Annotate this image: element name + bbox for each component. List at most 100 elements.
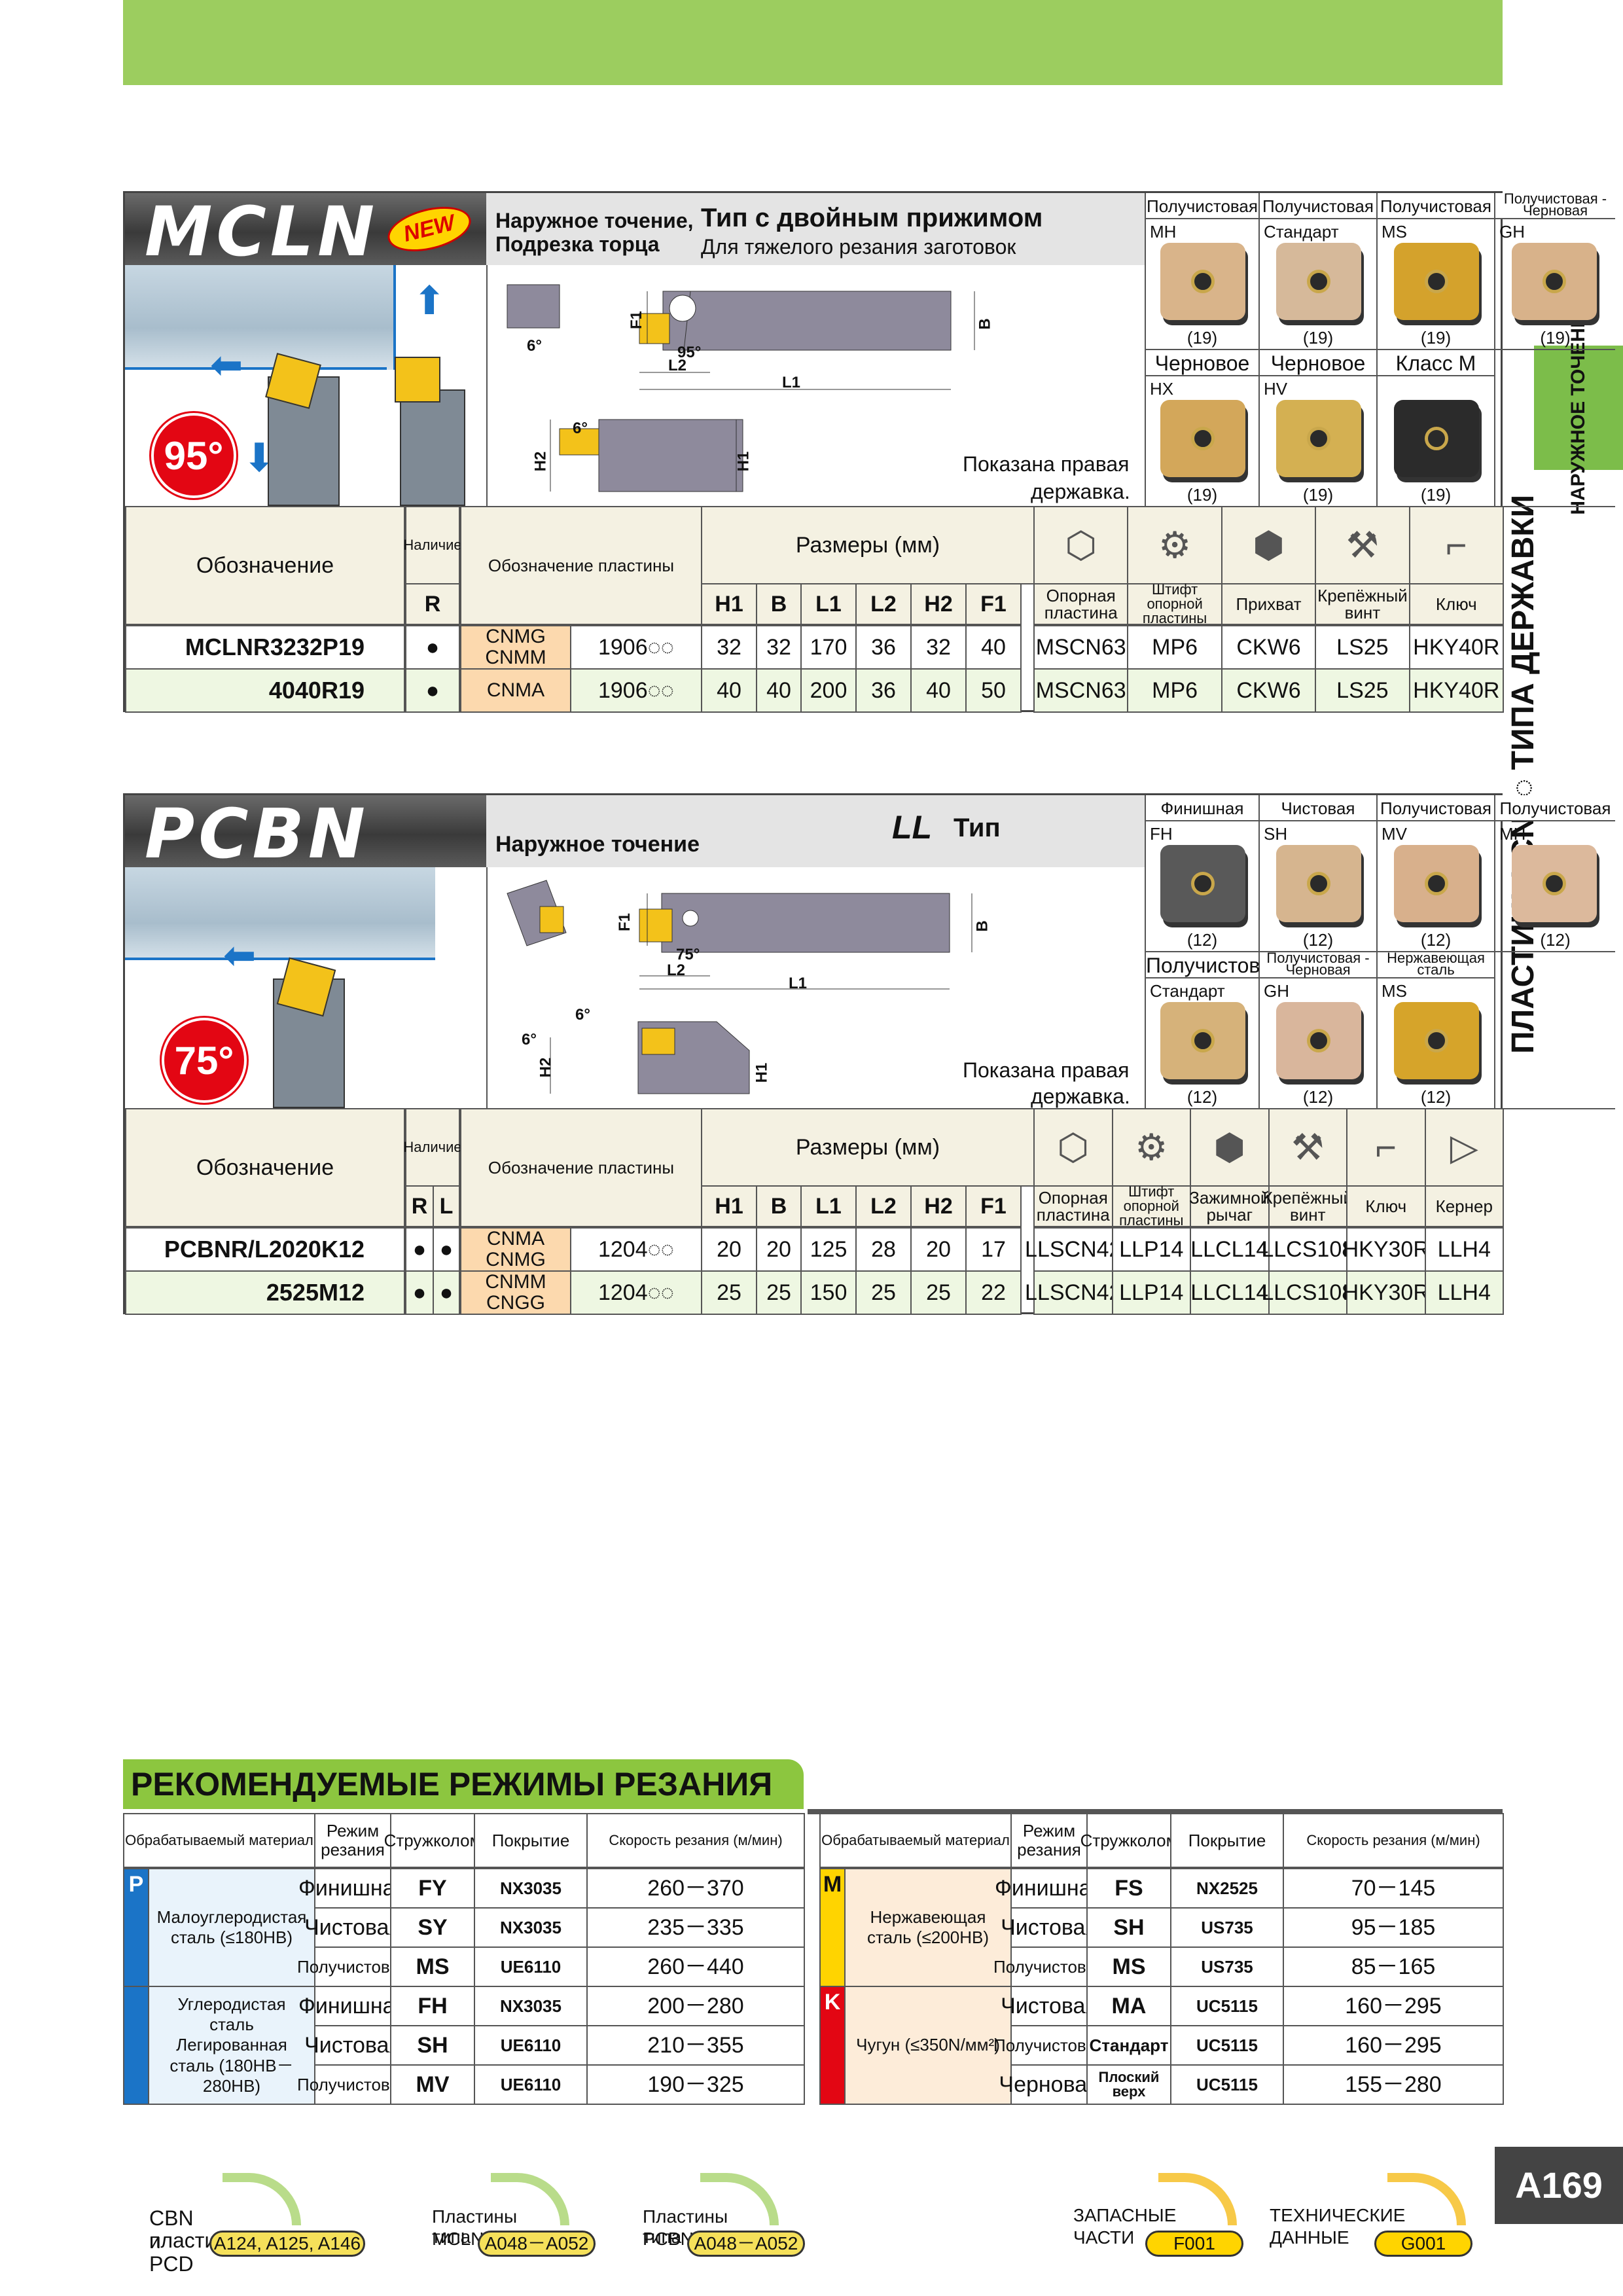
col-dim-l2: L2 <box>855 1185 912 1227</box>
insert-hole-icon <box>1425 1029 1448 1052</box>
col-dim-h2: H2 <box>910 583 967 625</box>
section-tab[interactable]: НАРУЖНОЕ ТОЧЕНИЕ <box>1534 300 1623 515</box>
insert-hole-icon <box>1425 872 1448 895</box>
material-group-tag <box>123 1986 149 2105</box>
rec-col-0: Обрабатываемый материал <box>123 1813 315 1868</box>
pcbn-type: Тип <box>954 814 1001 842</box>
part-icon-4: ⌐ <box>1346 1108 1426 1187</box>
insert-size: 1906◌◌ <box>570 668 702 713</box>
insert-count: (12) <box>1302 1087 1334 1107</box>
avail-r: ● <box>405 1270 434 1315</box>
footer-link-label2: ЧАСТИ <box>1073 2227 1135 2248</box>
insert-code: MH <box>1499 824 1526 844</box>
cutting-speed: 85－165 <box>1283 1946 1504 1987</box>
cut-mode: Получистовая <box>297 1946 408 1987</box>
coating: UC5115 <box>1170 2025 1284 2066</box>
pcbn-dim-h1: H1 <box>753 1062 771 1083</box>
insert-image <box>1160 400 1245 477</box>
dim-value: 200 <box>800 668 857 713</box>
part-value: LLH4 <box>1424 1270 1504 1315</box>
mcln-desc2: Подрезка торца <box>495 232 660 256</box>
part-value: LS25 <box>1315 668 1410 713</box>
footer-link-pill[interactable]: A124, A125, A146 <box>209 2231 365 2257</box>
pcbn-dim-h2: H2 <box>537 1057 555 1078</box>
mcln-desc1: Наружное точение, <box>495 209 694 232</box>
dim-value: 50 <box>965 668 1022 713</box>
pcbn-feed-left-arrow-icon: ⬅ <box>223 933 257 977</box>
chipbreaker: MS <box>390 1946 475 1987</box>
material-group-tag: P <box>123 1868 149 1987</box>
col-designation: Обозначение <box>125 506 405 625</box>
insert-hole-icon <box>1543 270 1566 293</box>
col-part-5: Кернер <box>1424 1185 1504 1227</box>
footer-link-pill[interactable]: A048－A052 <box>478 2231 596 2257</box>
row-designation: PCBNR/L2020K12 <box>125 1227 405 1272</box>
feed-up-arrow-icon: ⬆ <box>413 279 446 323</box>
dim-value: 25 <box>701 1270 757 1315</box>
rec-col-1: Режим резания <box>1010 1813 1088 1868</box>
material-group-tag: M <box>819 1868 846 1987</box>
footer-link-pill[interactable]: G001 <box>1374 2231 1472 2257</box>
cutting-speed: 200－280 <box>586 1986 805 2026</box>
cut-mode: Чистовая <box>1001 1986 1097 2026</box>
mcln-dimension-diagram: F1 B L2 L1 95° 6° 6° H2 H1 Показана прав… <box>486 265 1145 506</box>
cut-mode: Чистовая <box>304 2025 401 2066</box>
coating: NX3035 <box>474 1907 588 1948</box>
part-value: MP6 <box>1127 625 1222 670</box>
insert-count: (19) <box>1302 485 1334 505</box>
cut-mode: Финишная <box>298 1868 407 1909</box>
mcln-angle-badge: 95° <box>151 413 236 498</box>
insert-hole-icon <box>1191 270 1215 293</box>
rec-title: РЕКОМЕНДУЕМЫЕ РЕЖИМЫ РЕЗАНИЯ <box>123 1759 804 1809</box>
dim-value: 17 <box>965 1227 1022 1272</box>
col-part-2: Зажимной рычаг <box>1189 1185 1270 1227</box>
insert-grade: Получистовая - Черновая <box>1260 951 1376 978</box>
part-icon-1: ⚙ <box>1127 506 1222 584</box>
insert-type-b: CNMM <box>485 647 546 668</box>
pcbn-dim-75: 75° <box>676 946 700 963</box>
col-dim-h1: H1 <box>701 583 757 625</box>
cut-mode: Получистовая <box>993 1946 1105 1987</box>
part-value: LLP14 <box>1111 1227 1191 1272</box>
insert-type-b: CNGG <box>486 1292 545 1314</box>
pcbn-shown-note: Показана правая <box>963 1058 1130 1082</box>
pcbn-shown-note2: державка. <box>1031 1085 1130 1108</box>
dim-value: 32 <box>701 625 757 670</box>
dim-value: 20 <box>701 1227 757 1272</box>
insert-image <box>1276 845 1361 922</box>
part-icon-2: ⬢ <box>1190 1108 1270 1187</box>
col-part-1: Штифт опорной пластины <box>1111 1185 1191 1228</box>
col-avail-l: L <box>433 1185 460 1227</box>
rec-col-4: Скорость резания (м/мин) <box>586 1813 805 1868</box>
part-value: MP6 <box>1127 668 1222 713</box>
footer-link-label1: ЗАПАСНЫЕ <box>1073 2205 1177 2225</box>
insert-image <box>1276 1002 1361 1079</box>
col-dim-l1: L1 <box>800 1185 857 1227</box>
insert-hole-icon <box>1425 270 1448 293</box>
mcln-dim-6: 6° <box>527 337 542 355</box>
insert-count: (12) <box>1186 1087 1218 1107</box>
coating: UE6110 <box>474 2064 588 2105</box>
page-number: A169 <box>1495 2147 1623 2224</box>
cut-mode: Финишная <box>995 1868 1103 1909</box>
insert-image <box>1512 243 1597 320</box>
dim-value: 25 <box>910 1270 967 1315</box>
dim-value: 25 <box>855 1270 912 1315</box>
footer-link-pill[interactable]: A048－A052 <box>687 2231 805 2257</box>
coating: UC5115 <box>1170 1986 1284 2026</box>
insert-count: (12) <box>1420 930 1452 950</box>
insert-image <box>1394 1002 1479 1079</box>
pcbn-desc-box <box>486 795 1145 867</box>
footer-link-pill[interactable]: F001 <box>1145 2231 1243 2257</box>
insert-hole-icon <box>1543 872 1566 895</box>
part-value: HKY30R <box>1343 1270 1429 1315</box>
col-dim-l2: L2 <box>855 583 912 625</box>
cutting-speed: 155－280 <box>1283 2064 1504 2105</box>
curved-arrow-icon <box>223 2173 301 2225</box>
insert-grade: Получистовая <box>1378 193 1494 219</box>
dim-value: 125 <box>800 1227 857 1272</box>
col-dim-f1: F1 <box>965 583 1022 625</box>
